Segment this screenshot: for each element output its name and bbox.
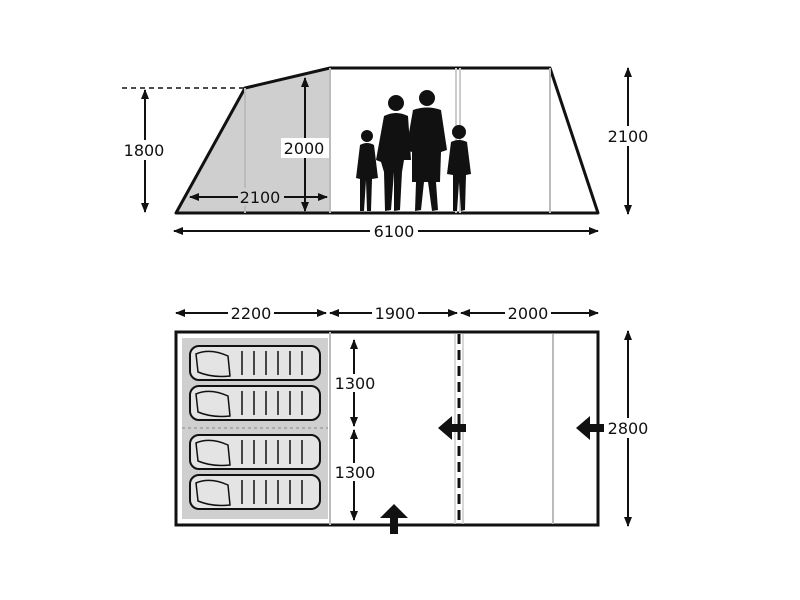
bedroom-height-label: 2000 (284, 139, 325, 158)
berth-width-top-label: 1300 (335, 374, 376, 393)
bedroom-length-label: 2100 (240, 188, 281, 207)
sleeping-bag-icon (189, 345, 321, 381)
tent-side-outline (174, 66, 600, 215)
sleeping-bag-icon (189, 385, 321, 421)
door-arrow-icon (576, 416, 604, 440)
total-length-label: 6100 (374, 222, 415, 241)
side-view: 1800 2000 2100 2100 6100 (122, 66, 652, 241)
berth-width-bottom-label: 1300 (335, 463, 376, 482)
bedroom-length-plan-label: 2200 (231, 304, 272, 323)
bedroom-section-side (176, 68, 330, 213)
front-height-label: 1800 (124, 141, 165, 160)
rear-length-label: 2000 (508, 304, 549, 323)
total-width-label: 2800 (608, 419, 649, 438)
door-arrow-icon (380, 504, 408, 534)
people-silhouette-icon (356, 90, 471, 211)
sleeping-bag-icon (189, 434, 321, 470)
total-height-label: 2100 (608, 127, 649, 146)
sleeping-bag-icon (189, 474, 321, 510)
middle-length-label: 1900 (375, 304, 416, 323)
floor-plan: 2200 1900 2000 1300 1300 2800 (174, 304, 651, 534)
door-arrow-icon (438, 416, 466, 440)
